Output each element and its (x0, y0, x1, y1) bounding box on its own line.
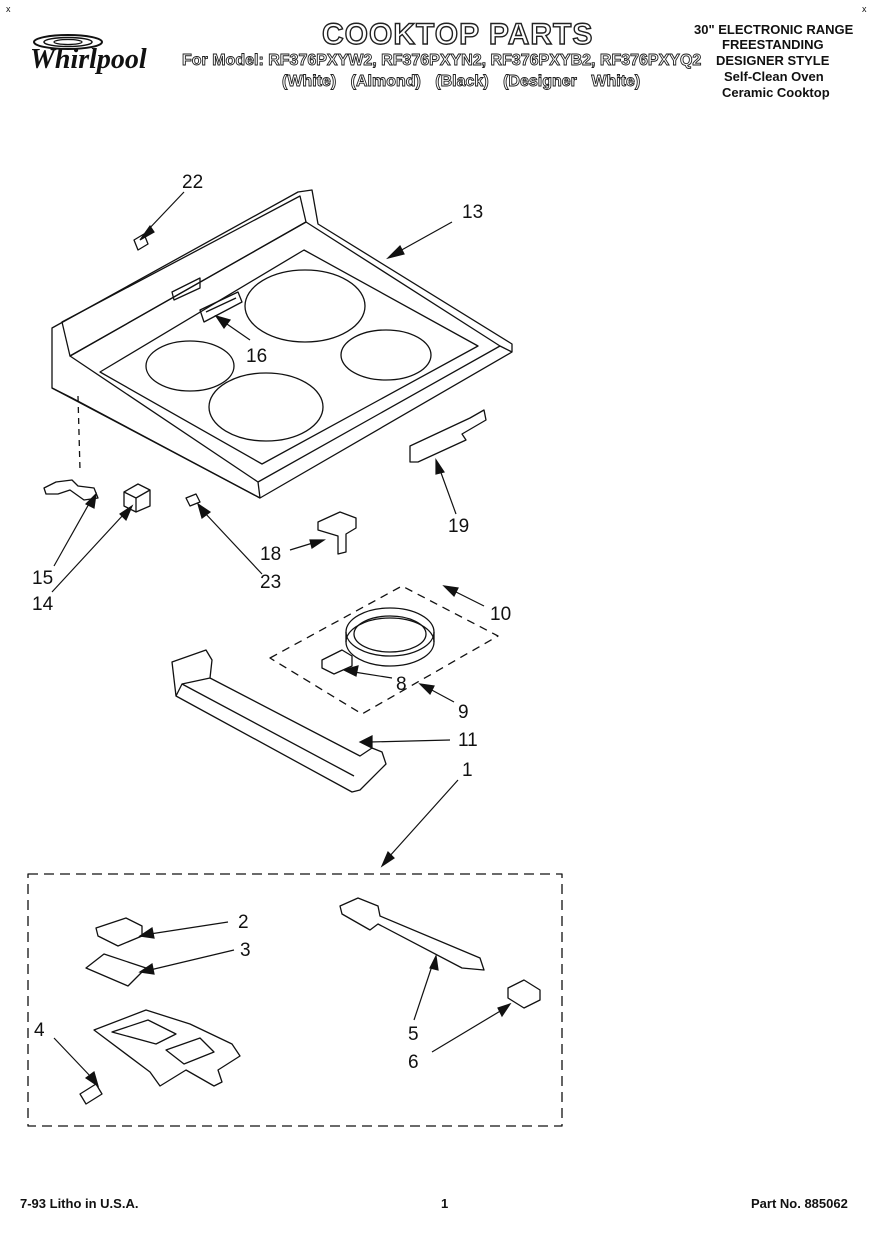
part-label-6: 6 (408, 1052, 419, 1073)
color-list: (White) (Almond) (Black) (Designer White… (282, 73, 641, 91)
part-label-19: 19 (448, 516, 469, 537)
spec-line: 30" ELECTRONIC RANGE (694, 22, 854, 37)
part-label-23: 23 (260, 572, 281, 593)
part-label-13: 13 (462, 202, 483, 223)
part-label-15: 15 (32, 568, 53, 589)
model-list: For Model: RF376PXYW2, RF376PXYN2, RF376… (182, 52, 702, 70)
part-label-2: 2 (238, 912, 249, 933)
spec-line: FREESTANDING (722, 37, 824, 52)
footer-litho: 7-93 Litho in U.S.A. (20, 1196, 139, 1211)
brand-text: Whirlpool (30, 44, 147, 75)
footer-part-number: Part No. 885062 (751, 1196, 848, 1211)
part-label-10: 10 (490, 604, 511, 625)
spec-line: DESIGNER STYLE (716, 53, 830, 68)
whirlpool-logo: Whirlpool (30, 30, 180, 76)
spec-line: Self-Clean Oven (724, 69, 824, 84)
corner-mark: x (862, 4, 867, 14)
part-label-11: 11 (458, 730, 478, 751)
part-label-22: 22 (182, 172, 203, 193)
corner-mark: x (6, 4, 11, 14)
cooktop-assembly (51, 189, 513, 499)
part-label-8: 8 (396, 674, 407, 695)
part-label-9: 9 (458, 702, 469, 723)
part-label-18: 18 (260, 544, 281, 565)
part-label-5: 5 (408, 1024, 419, 1045)
page-title: COOKTOP PARTS (321, 17, 594, 51)
spec-line: Ceramic Cooktop (722, 85, 830, 100)
part-label-3: 3 (240, 940, 251, 961)
part-label-4: 4 (34, 1020, 45, 1041)
part-label-16: 16 (246, 346, 267, 367)
part-label-1: 1 (462, 760, 473, 781)
footer-page-number: 1 (441, 1196, 449, 1211)
part-label-14: 14 (32, 594, 54, 615)
